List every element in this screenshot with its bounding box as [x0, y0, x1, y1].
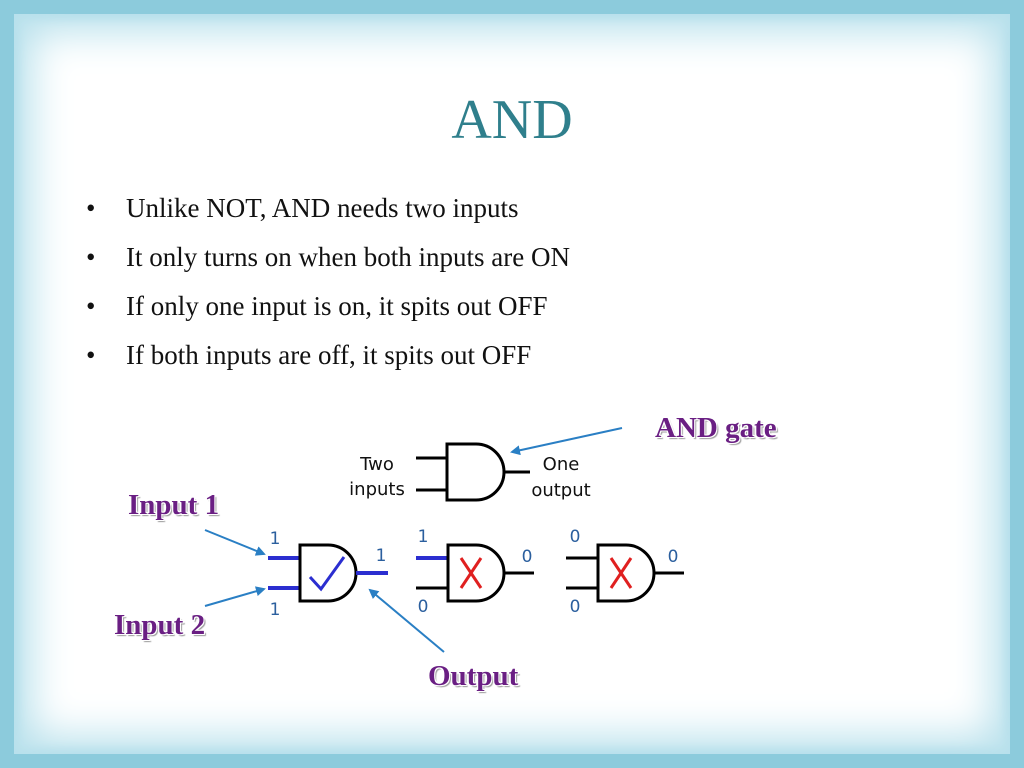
gate-output-value: 0 — [668, 547, 679, 567]
gate-input-value: 0 — [570, 597, 581, 617]
bullet-item: It only turns on when both inputs are ON — [86, 235, 786, 284]
callout-input-1: Input 1 — [128, 489, 220, 521]
top-gate-label: One — [543, 454, 580, 475]
arrow-to-and-gate — [510, 427, 623, 456]
top-gate-label: output — [531, 480, 590, 501]
gate-input-value: 0 — [418, 597, 429, 617]
gate-input-value: 1 — [270, 529, 281, 549]
gate-input-value: 1 — [418, 527, 429, 547]
top-gate-label: Two — [359, 454, 394, 475]
and-gate-1-1: 1 1 1 — [268, 529, 388, 620]
and-gate-1-0: 1 0 0 — [416, 527, 534, 617]
bullet-item: If both inputs are off, it spits out OFF — [86, 333, 786, 382]
gate-input-value: 1 — [270, 600, 281, 620]
arrow-to-input-2 — [204, 586, 266, 607]
bullet-item: Unlike NOT, AND needs two inputs — [86, 186, 786, 235]
check-icon — [308, 556, 346, 592]
arrow-to-output — [368, 588, 445, 653]
callout-input-2: Input 2 — [114, 609, 206, 641]
bullet-list: Unlike NOT, AND needs two inputs It only… — [86, 186, 786, 382]
and-gate-0-0: 0 0 0 — [566, 527, 684, 617]
top-and-gate: Two inputs One output — [349, 442, 591, 502]
slide-title: AND — [451, 89, 573, 151]
cross-icon — [459, 557, 483, 589]
gate-output-value: 0 — [522, 547, 533, 567]
arrow-to-input-1 — [204, 529, 266, 556]
callout-output: Output — [428, 660, 519, 692]
top-gate-label: inputs — [349, 479, 405, 500]
gate-input-value: 0 — [570, 527, 581, 547]
callout-and-gate: AND gate — [655, 412, 777, 444]
gate-output-value: 1 — [376, 546, 387, 566]
cross-icon — [609, 557, 633, 589]
bullet-item: If only one input is on, it spits out OF… — [86, 284, 786, 333]
